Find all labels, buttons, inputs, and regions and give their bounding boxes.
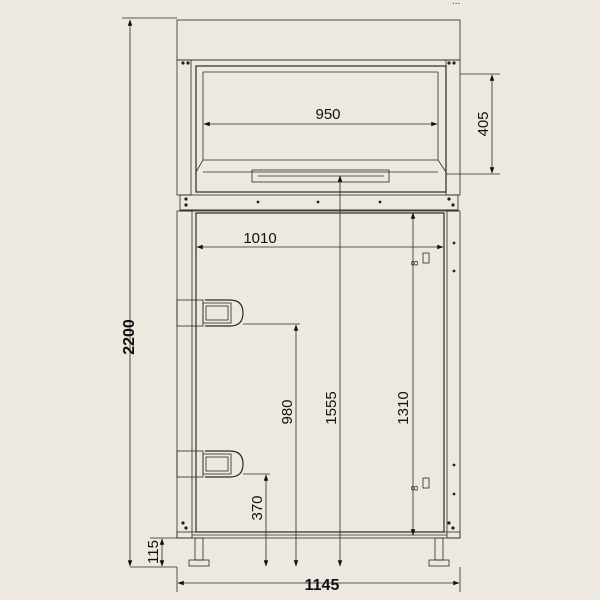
dim-door-width-label: 1010 [243, 230, 276, 247]
dim-upper-hinge-height-label: 980 [279, 399, 296, 424]
cabinet-frame [176, 19, 461, 539]
svg-text:8: 8 [410, 485, 421, 491]
dim-lower-hinge-height-label: 370 [249, 495, 266, 520]
legs [188, 537, 450, 567]
dim-overall-width [176, 567, 461, 592]
corner-label: ... [452, 0, 460, 7]
bolt-marks [181, 61, 456, 530]
dim-overall-height-label: 2200 [121, 319, 138, 355]
dim-overall-height [122, 17, 177, 568]
lock-icon: 8 [410, 252, 430, 266]
dim-door-height-label: 1310 [395, 391, 412, 424]
dim-top-height-label: 405 [475, 111, 492, 136]
dim-leg-height [150, 537, 177, 567]
dim-upper-hinge-height [243, 323, 300, 567]
lock-icon: 8 [410, 477, 430, 491]
svg-text:8: 8 [410, 260, 421, 266]
lower-hinge [176, 450, 244, 478]
dim-top-height [446, 73, 500, 175]
dim-overall-width-label: 1145 [305, 577, 340, 594]
dim-top-inner-width-label: 950 [315, 106, 340, 123]
dim-leg-height-label: 115 [145, 540, 162, 564]
upper-hinge [176, 299, 244, 327]
dim-lower-hinge-height [243, 473, 270, 567]
dim-floor-to-top-shelf-label: 1555 [323, 391, 340, 424]
